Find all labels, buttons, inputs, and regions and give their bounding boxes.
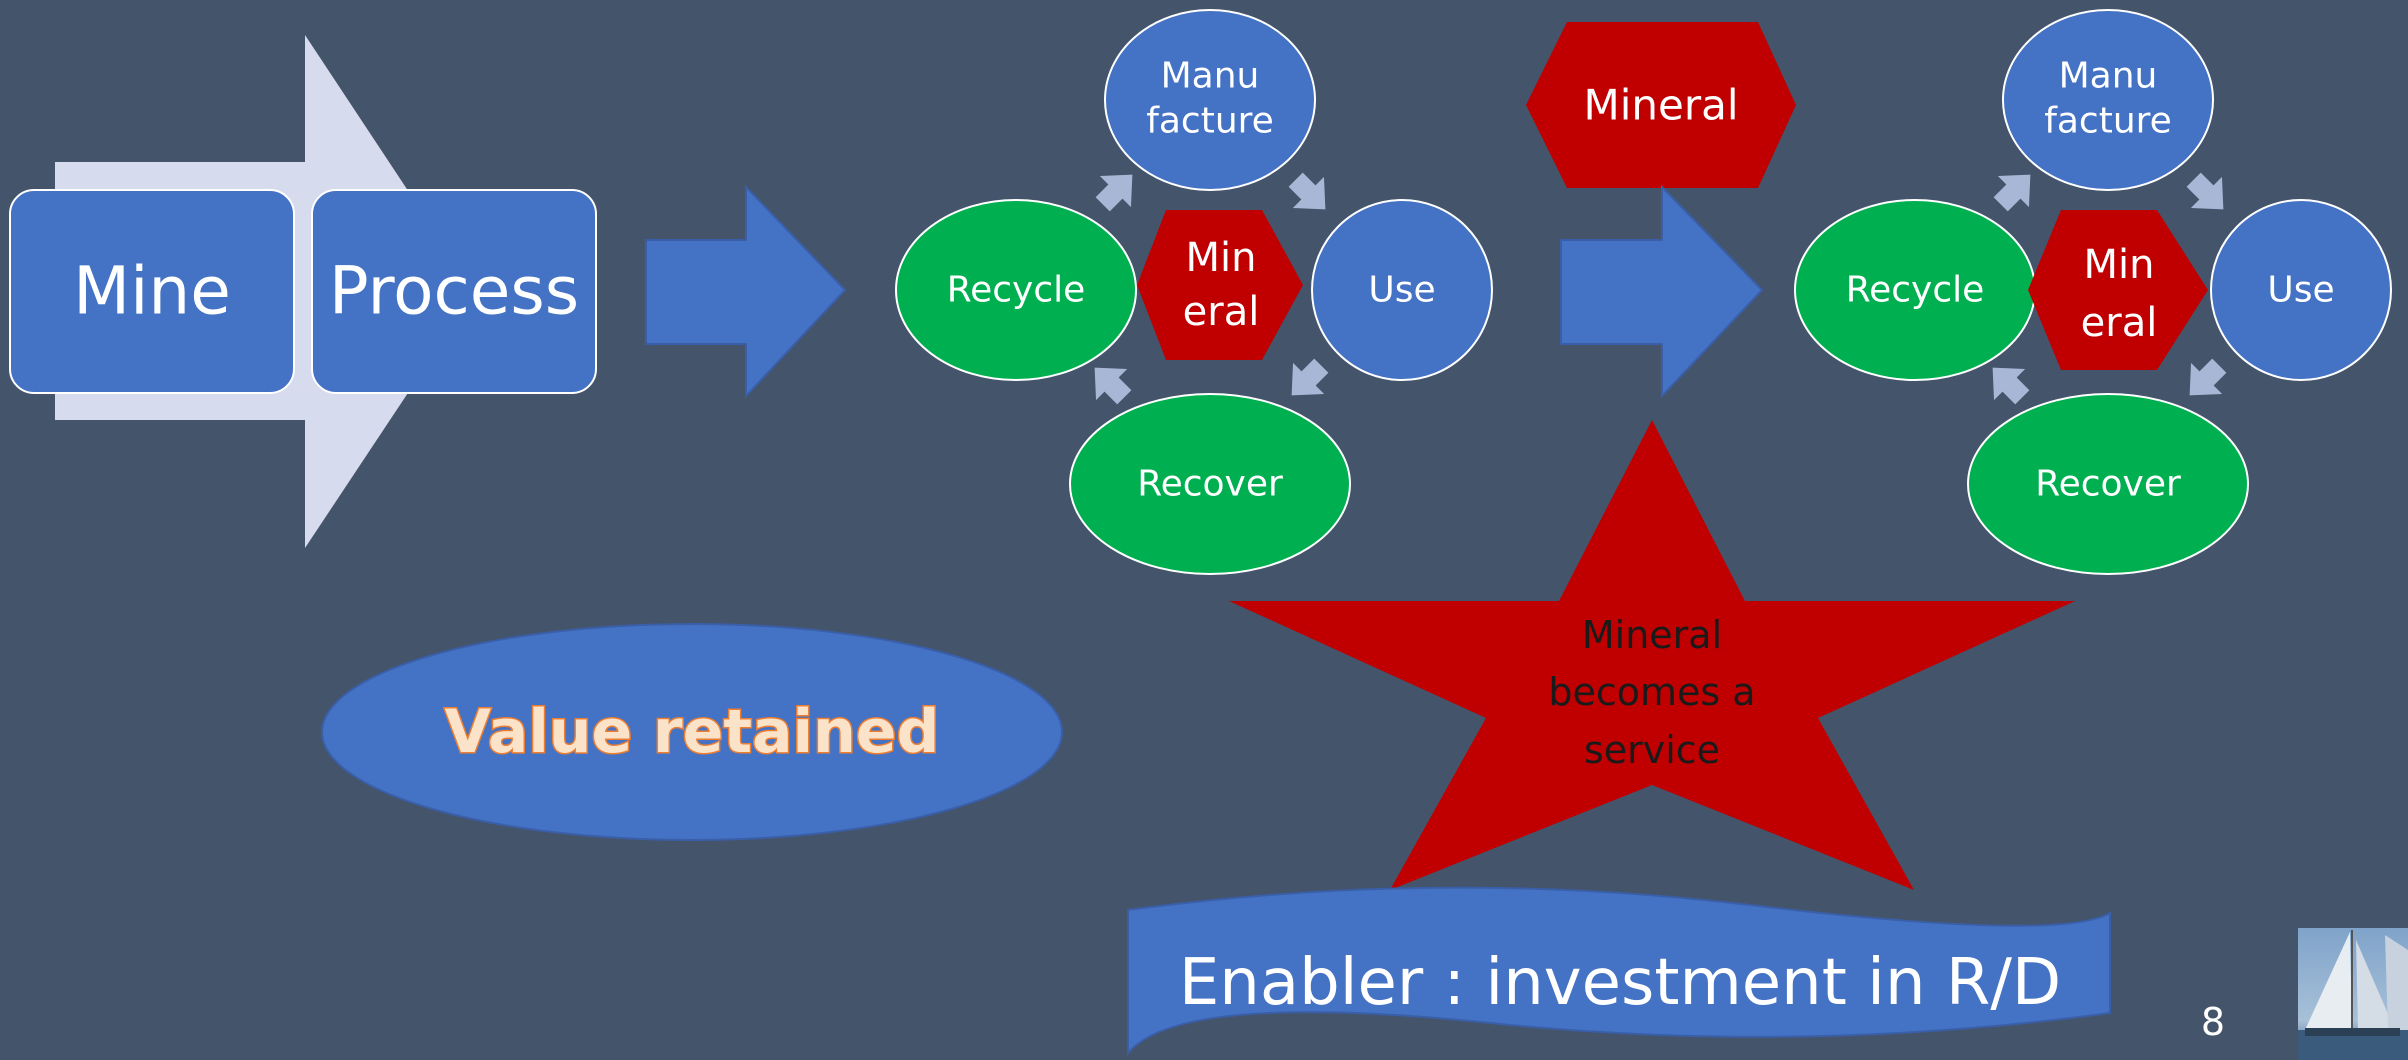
cycle-arrow-recycle-to-manufacture [1095,174,1133,212]
mineral-hexagon-center [1137,210,1303,360]
use-right-label: Use [2267,270,2334,311]
recycle-node [895,199,1137,381]
enabler-banner [1127,886,2111,1056]
cycle-arrow-use-to-recover [1291,358,1329,396]
transition-arrow-1 [645,184,847,399]
recover-label: Recover [1137,464,1283,505]
manufacture-label-1: Manu [1161,56,1260,97]
mine-box [9,189,295,394]
cycle-left: Manu facture Use Recover Recycle Min era… [895,9,1493,575]
mine-label: Mine [73,253,231,330]
cycle-arrow-manufacture-to-use [1288,172,1326,210]
mineral-center-label-2: eral [1183,289,1260,335]
star-label-1: Mineral [1582,613,1722,657]
cycle-arrow-recover-to-recycle [1094,367,1132,405]
cycle-arrow-right-recycle-to-manufacture [1993,174,2031,212]
service-star [1229,420,2075,890]
star-label-3: service [1584,728,1720,772]
recover-right-label: Recover [2035,464,2181,505]
value-retained-ellipse [321,623,1063,841]
use-label: Use [1368,270,1435,311]
process-box [311,189,597,394]
cycle-arrow-right-manufacture-to-use [2186,172,2224,210]
manufacture-node [1104,9,1316,191]
cycle-arrow-right-use-to-recover [2189,358,2227,396]
mineral-center-right-label-1: Min [2084,242,2155,288]
manufacture-node-right [2002,9,2214,191]
recycle-label: Recycle [947,270,1086,311]
transition-arrow-2 [1560,184,1764,399]
manufacture-label-2: facture [1146,101,1274,142]
use-node [1311,199,1493,381]
cycle-right: Manu facture Use Recover Recycle Min era… [1794,9,2392,575]
value-retained-label: Value retained [445,697,940,767]
linear-process: Mine Process [9,35,597,548]
cycle-arrow-right-recover-to-recycle [1992,367,2030,405]
recover-node [1069,393,1351,575]
mineral-hexagon-label: Mineral [1583,81,1738,130]
slide-number: 8 [2201,1000,2225,1044]
use-node-right [2210,199,2392,381]
manufacture-right-label-1: Manu [2059,56,2158,97]
sailboat-photo [2298,928,2408,1060]
enabler-label: Enabler : investment in R/D [1179,946,2061,1020]
star-label-2: becomes a [1548,670,1755,714]
process-label: Process [329,253,579,330]
manufacture-right-label-2: facture [2044,101,2172,142]
recycle-right-label: Recycle [1846,270,1985,311]
mineral-center-label-1: Min [1186,235,1257,281]
mineral-center-right-label-2: eral [2081,300,2158,346]
mineral-hexagon-center-right [2028,210,2208,370]
mineral-hexagon [1526,22,1796,188]
recover-node-right [1967,393,2249,575]
